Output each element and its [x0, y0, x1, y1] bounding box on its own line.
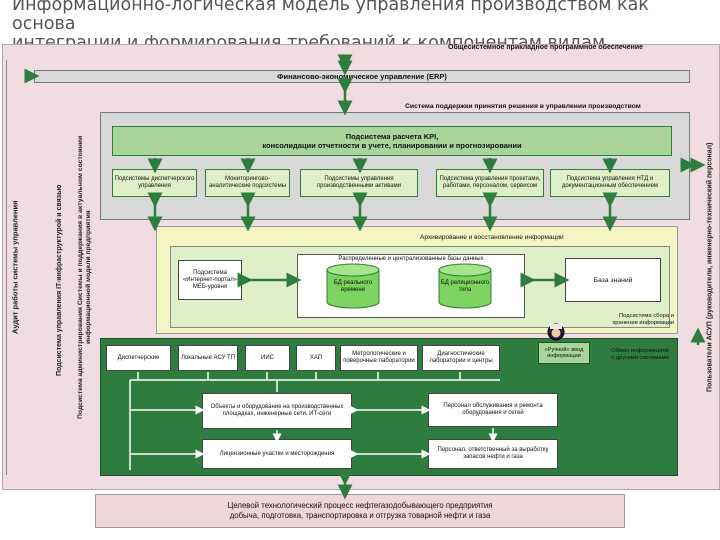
subsystem-ntd-label: Подсистема управления НТД и документацио… — [561, 176, 659, 189]
manual-input-label: «Ручной» ввод информации — [544, 346, 584, 360]
subsystem-dispatch: Подсистемы диспетчерского управления — [112, 169, 197, 197]
field-local-asu-label: Локальные АСУ ТП — [180, 354, 236, 361]
db-relational-cylinder — [438, 263, 492, 309]
knowledge-base-label: База знаний — [593, 276, 633, 284]
field-dispatch-label: Диспетчерские — [117, 354, 160, 361]
manual-input-box: «Ручной» ввод информации — [538, 342, 590, 364]
db-realtime-text: БД реального времени — [333, 280, 373, 293]
target-process-line-2: добыча, подготовка, транспортировка и от… — [229, 511, 491, 520]
responsible-staff-label: Персонал, ответственный за выработку зап… — [437, 447, 549, 460]
asup-users-panel: Пользователи АСУП (руководители, инженер… — [702, 55, 719, 480]
field-diagnostic-box: Диагностические лаборатории и центры — [422, 345, 500, 371]
subsystem-projects: Подсистема управления проектами, работам… — [436, 169, 544, 197]
kpi-line-2: консолидации отчетности в учете, планиро… — [262, 141, 522, 150]
exchange-label: Обмен информацией с другими системами — [611, 348, 669, 361]
field-local-asu-box: Локальные АСУ ТП — [178, 345, 238, 371]
objects-label: Объекты и оборудование на производственн… — [210, 404, 344, 417]
subsystem-monitoring-label: Мониторингово-аналитические подсистемы — [208, 176, 287, 189]
licenses-box: Лицензионные участки и месторождения — [202, 439, 352, 469]
db-realtime-cylinder — [326, 263, 380, 309]
kpi-subsystem: Подсистема расчета KPI, консолидации отч… — [112, 126, 672, 156]
erp-bar: Финансово-экономическое управление (ERP) — [34, 70, 690, 83]
distributed-db-label: Распределенные и централизованные базы д… — [338, 256, 484, 262]
kpi-line-1: Подсистема расчета KPI, — [345, 132, 439, 141]
archive-title: Архивирование и восстановление информаци… — [420, 234, 564, 241]
field-iis-box: ИИС — [245, 345, 290, 371]
field-hap-box: ХАП — [296, 345, 336, 371]
subsystem-ntd: Подсистема управления НТД и документацио… — [550, 169, 670, 197]
collection-label: Подсистема сбора и хранения информации — [612, 313, 674, 326]
db-relational-label: БД реляционного типа — [437, 272, 493, 302]
objects-box: Объекты и оборудование на производственн… — [202, 393, 352, 429]
responsible-staff-box: Персонал, ответственный за выработку зап… — [428, 439, 558, 469]
field-metrology-box: Метрологические и поверочные лаборатории — [340, 345, 418, 371]
title-line-1: Информационно-логическая модель управлен… — [12, 0, 649, 34]
audit-panel: Аудит работы системы управления — [6, 60, 24, 475]
field-dispatch-box: Диспетчерские — [106, 345, 171, 371]
subsystem-projects-label: Подсистема управления проектами, работам… — [439, 176, 541, 189]
field-iis-label: ИИС — [261, 354, 274, 361]
licenses-label: Лицензионные участки и месторождения — [219, 450, 335, 457]
admin-panel: Подсистема администрирования Системы и п… — [70, 118, 100, 436]
internet-portal-label: Подсистема «Интернет-портал» МЕБ-уровня — [182, 269, 238, 290]
subsystem-dispatch-label: Подсистемы диспетчерского управления — [114, 176, 195, 189]
field-hap-label: ХАП — [309, 354, 323, 361]
service-staff-box: Персонал обслуживания и ремонта оборудов… — [428, 393, 558, 427]
subsystem-assets: Подсистемы управления производственными … — [300, 169, 418, 197]
subsystem-assets-label: Подсистемы управления производственными … — [316, 176, 402, 189]
field-metrology-label: Метрологические и поверочные лаборатории — [343, 351, 415, 364]
knowledge-base-box: База знаний — [565, 258, 661, 302]
erp-label: Финансово-экономическое управление (ERP) — [277, 72, 447, 81]
db-relational-text: БД реляционного типа — [440, 280, 490, 293]
dss-label: Система поддержки принятия решения в упр… — [405, 103, 641, 110]
service-staff-label: Персонал обслуживания и ремонта оборудов… — [443, 403, 543, 416]
user-icon — [547, 323, 565, 341]
target-process-box: Целевой технологический процесс нефтегаз… — [95, 494, 625, 528]
subsystem-monitoring: Мониторингово-аналитические подсистемы — [205, 169, 290, 197]
target-process-line-1: Целевой технологический процесс нефтегаз… — [227, 501, 493, 510]
general-software-label: Общесистемное прикладное программное обе… — [448, 44, 644, 51]
field-diagnostic-label: Диагностические лаборатории и центры — [429, 351, 493, 364]
db-realtime-label: БД реального времени — [325, 272, 381, 302]
it-infra-panel: Подсистема управления IT-инфраструктурой… — [50, 130, 70, 430]
internet-portal-box: Подсистема «Интернет-портал» МЕБ-уровня — [178, 260, 242, 300]
